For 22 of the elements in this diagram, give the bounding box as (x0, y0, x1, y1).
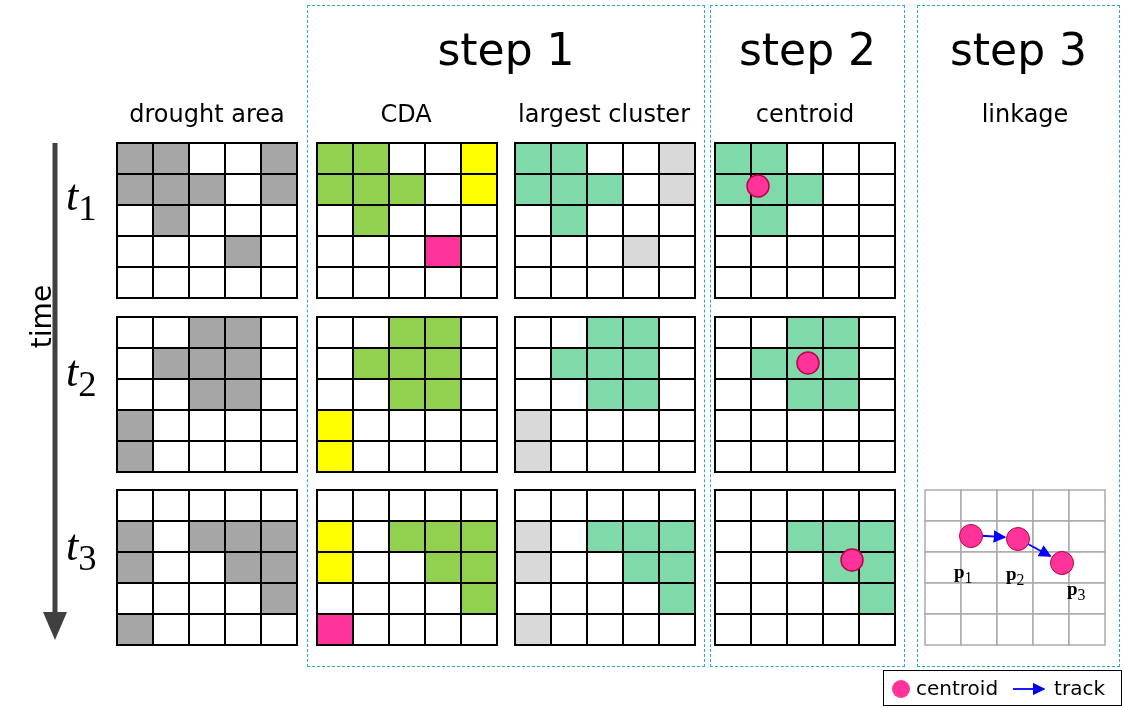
step-title: step 1 (436, 24, 576, 75)
step-title: step 2 (737, 24, 878, 75)
time-step-label: t$_{1}$ (66, 170, 97, 229)
step-panel (307, 5, 705, 667)
step-panel (917, 5, 1120, 667)
column-header: drought area (129, 100, 285, 128)
step-title: step 3 (948, 24, 1089, 75)
legend-label: centroid (916, 676, 999, 700)
column-header: largest cluster (518, 100, 690, 128)
point-label: p$_{2}$ (1006, 563, 1025, 589)
time-step-label: t$_{3}$ (66, 520, 97, 579)
point-label: p$_{3}$ (1067, 578, 1086, 604)
step-panel (710, 5, 905, 667)
axis-label: time (25, 284, 59, 349)
legend-label: track (1054, 676, 1105, 700)
track-arrow (1026, 542, 1052, 558)
column-header: centroid (755, 100, 855, 128)
track-arrow (981, 530, 1007, 543)
column-header: linkage (981, 100, 1069, 128)
point-label: p$_{1}$ (954, 561, 973, 587)
time-step-label: t$_{2}$ (66, 346, 97, 405)
column-header: CDA (380, 100, 432, 128)
